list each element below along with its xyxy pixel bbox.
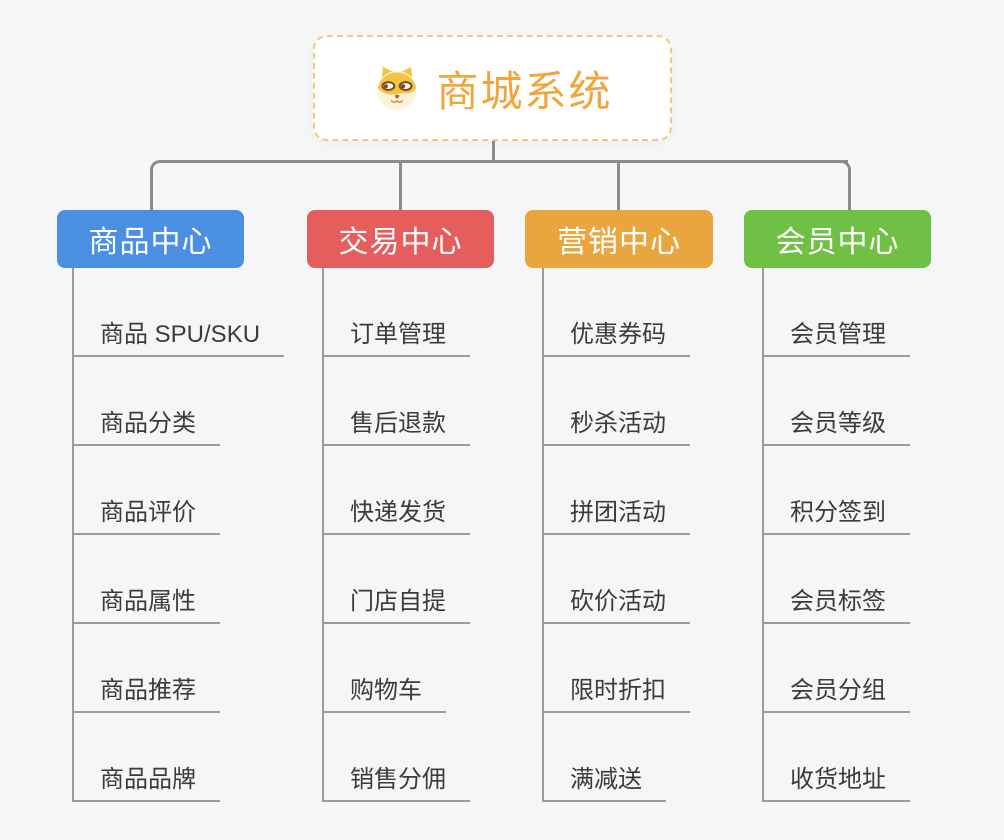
branch-marketing-center[interactable]: 营销中心 (525, 210, 713, 268)
leaf-node[interactable]: 限时折扣 (542, 676, 690, 713)
connector-root-stub (492, 141, 495, 162)
leaf-node[interactable]: 订单管理 (322, 320, 470, 357)
column-trade-center: 订单管理售后退款快递发货门店自提购物车销售分佣 (322, 268, 470, 802)
column-member-center: 会员管理会员等级积分签到会员标签会员分组收货地址 (762, 268, 910, 802)
connector-left-elbow (150, 160, 166, 176)
root-node[interactable]: 商城系统 (313, 35, 672, 141)
branch-spine-line (762, 268, 764, 802)
leaf-node[interactable]: 积分签到 (762, 498, 910, 535)
leaf-node[interactable]: 会员标签 (762, 587, 910, 624)
leaf-node[interactable]: 商品 SPU/SKU (72, 320, 285, 357)
leaf-node[interactable]: 购物车 (322, 676, 446, 713)
branch-spine-line (542, 268, 544, 802)
branch-spine-line (322, 268, 324, 802)
connector-horizontal-line (160, 160, 848, 163)
branch-label: 营销中心 (557, 226, 681, 259)
connector-drop-product (150, 174, 153, 210)
leaf-node[interactable]: 售后退款 (322, 409, 470, 446)
leaf-node[interactable]: 会员管理 (762, 320, 910, 357)
connector-drop-marketing (617, 160, 620, 210)
leaf-node[interactable]: 会员等级 (762, 409, 910, 446)
branch-product-center[interactable]: 商品中心 (57, 210, 244, 268)
branch-trade-center[interactable]: 交易中心 (307, 210, 494, 268)
leaf-node[interactable]: 商品评价 (72, 498, 220, 535)
root-title: 商城系统 (436, 67, 613, 115)
leaf-node[interactable]: 砍价活动 (542, 587, 690, 624)
leaf-node[interactable]: 优惠券码 (542, 320, 690, 357)
leaf-node[interactable]: 快递发货 (322, 498, 470, 535)
leaf-node[interactable]: 会员分组 (762, 676, 910, 713)
leaf-node[interactable]: 满减送 (542, 765, 666, 802)
leaf-node[interactable]: 商品品牌 (72, 765, 220, 802)
leaf-node[interactable]: 商品推荐 (72, 676, 220, 713)
leaf-node[interactable]: 商品分类 (72, 409, 220, 446)
leaf-node[interactable]: 门店自提 (322, 587, 470, 624)
leaf-node[interactable]: 销售分佣 (322, 765, 470, 802)
column-product-center: 商品 SPU/SKU 商品分类商品评价商品属性商品推荐商品品牌 (72, 268, 285, 802)
dog-face-icon (372, 65, 422, 111)
branch-label: 交易中心 (338, 226, 463, 259)
connector-right-elbow (837, 160, 851, 176)
leaf-node[interactable]: 拼团活动 (542, 498, 690, 535)
leaf-node[interactable]: 秒杀活动 (542, 409, 690, 446)
branch-member-center[interactable]: 会员中心 (744, 210, 931, 268)
branch-spine-line (72, 268, 74, 802)
branch-label: 商品中心 (88, 226, 213, 259)
column-marketing-center: 优惠券码秒杀活动拼团活动砍价活动限时折扣满减送 (542, 268, 690, 802)
leaf-node[interactable]: 收货地址 (762, 765, 910, 802)
connector-drop-member (848, 174, 851, 210)
leaf-node[interactable]: 商品属性 (72, 587, 220, 624)
branch-label: 会员中心 (775, 226, 900, 259)
connector-drop-trade (399, 160, 402, 210)
